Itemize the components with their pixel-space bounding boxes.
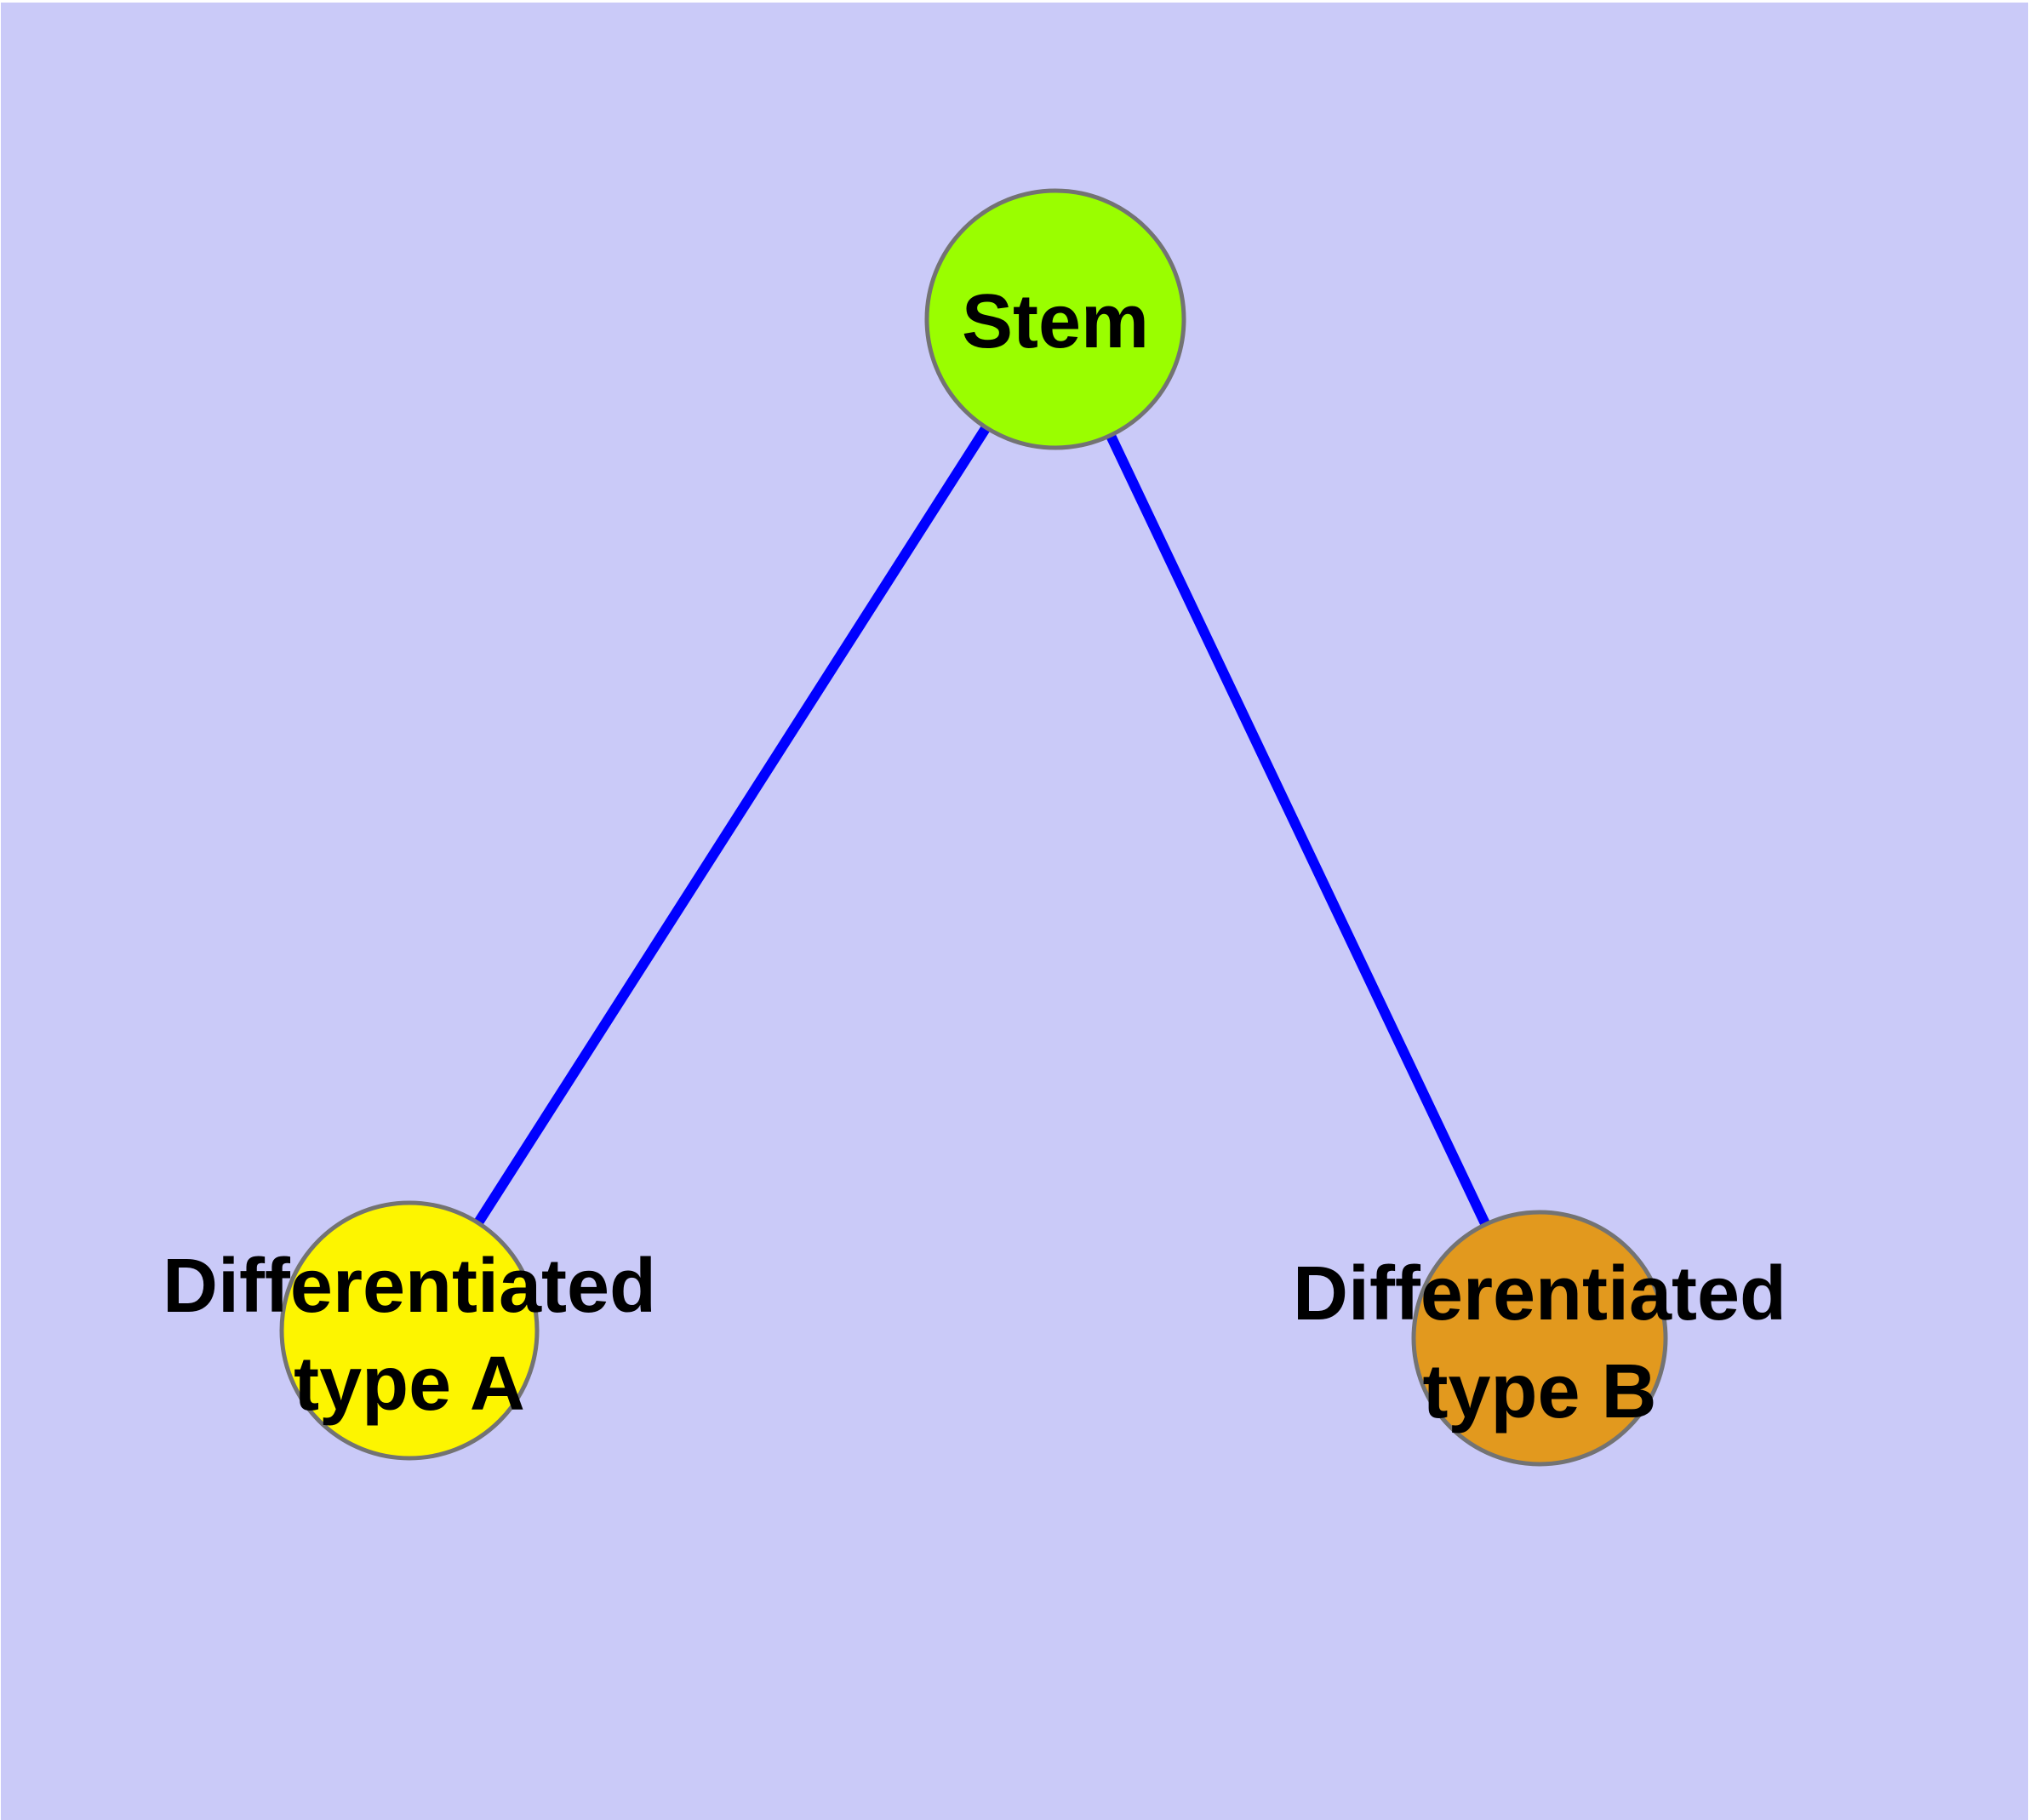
node-type-a-label-line1: Differentiated xyxy=(163,1244,656,1329)
node-type-a-label-line2: type A xyxy=(294,1342,525,1427)
edge-stem-to-type-a xyxy=(404,316,1060,1334)
edge-stem-to-type-b xyxy=(1050,317,1545,1341)
node-type-b-label-line1: Differentiated xyxy=(1293,1251,1786,1336)
edge-layer xyxy=(404,316,1545,1341)
node-stem-label: Stem xyxy=(962,279,1149,364)
node-type-b-circle xyxy=(1411,1210,1668,1467)
node-differentiated-type-b: Differentiated type B xyxy=(1293,1210,1786,1467)
node-stem-circle xyxy=(924,188,1186,450)
node-differentiated-type-a: Differentiated type A xyxy=(163,1200,656,1461)
node-type-a-circle xyxy=(279,1200,540,1461)
node-type-b-label-line2: type B xyxy=(1422,1349,1656,1434)
node-stem: Stem xyxy=(924,188,1186,450)
